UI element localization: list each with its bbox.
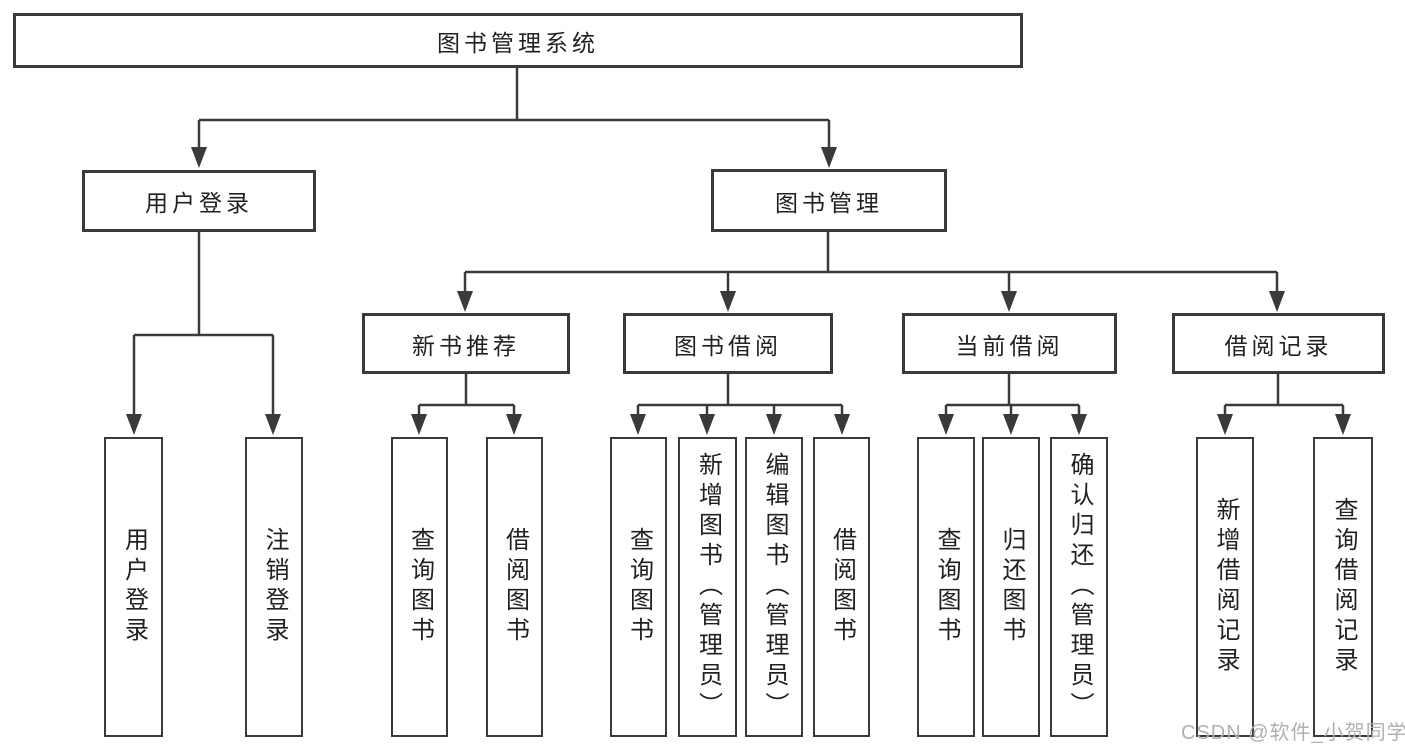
node-new-book-recommendation: 新书推荐 bbox=[362, 313, 570, 374]
leaf-edit-books-admin: 编辑图书（管理员） bbox=[745, 437, 803, 737]
leaf-add-books-admin: 新增图书（管理员） bbox=[678, 437, 737, 737]
leaf-return-books: 归还图书 bbox=[982, 437, 1040, 737]
watermark: CSDN @软件_小贺同学 bbox=[1181, 722, 1405, 744]
node-current-borrowing: 当前借阅 bbox=[902, 313, 1117, 374]
connector-current-borrow-branch bbox=[944, 374, 1081, 415]
node-book-borrowing: 图书借阅 bbox=[623, 313, 833, 374]
leaf-confirm-return-admin-label: 确认归还（管理员） bbox=[1066, 452, 1093, 722]
node-book-management: 图书管理 bbox=[711, 169, 947, 232]
leaf-add-borrow-record-label: 新增借阅记录 bbox=[1212, 497, 1239, 677]
leaf-borrow-books: 借阅图书 bbox=[813, 437, 870, 737]
leaf-query-borrow-record-label: 查询借阅记录 bbox=[1330, 497, 1357, 677]
leaf-add-borrow-record: 新增借阅记录 bbox=[1196, 437, 1254, 737]
leaf-query-books-borrow: 查询图书 bbox=[610, 437, 667, 737]
leaf-logout: 注销登录 bbox=[245, 437, 303, 737]
leaf-query-books-borrow-label: 查询图书 bbox=[625, 527, 653, 647]
leaf-confirm-return-admin: 确认归还（管理员） bbox=[1050, 437, 1108, 737]
node-user-login: 用户登录 bbox=[82, 170, 316, 232]
node-root: 图书管理系统 bbox=[13, 13, 1023, 68]
leaf-user-login-label: 用户登录 bbox=[120, 527, 148, 647]
leaf-borrow-books-recommend-label: 借阅图书 bbox=[501, 527, 529, 647]
leaf-user-login: 用户登录 bbox=[104, 437, 163, 737]
leaf-add-books-admin-label: 新增图书（管理员） bbox=[694, 452, 722, 722]
arrowheads bbox=[126, 147, 1351, 435]
connector-book-management-branch bbox=[463, 232, 1279, 292]
connector-new-book-branch bbox=[417, 374, 516, 415]
leaf-query-borrow-record: 查询借阅记录 bbox=[1313, 437, 1373, 737]
leaf-edit-books-admin-label: 编辑图书（管理员） bbox=[761, 452, 788, 722]
connector-user-login-branch bbox=[132, 232, 275, 415]
leaf-query-books-current: 查询图书 bbox=[917, 437, 975, 737]
leaf-borrow-books-label: 借阅图书 bbox=[828, 527, 856, 647]
node-borrowing-records: 借阅记录 bbox=[1172, 313, 1385, 374]
leaf-borrow-books-recommend: 借阅图书 bbox=[486, 437, 543, 737]
leaf-logout-label: 注销登录 bbox=[261, 527, 288, 647]
connector-root-to-level2 bbox=[197, 68, 831, 148]
leaf-query-books-recommend: 查询图书 bbox=[391, 437, 448, 737]
leaf-query-books-recommend-label: 查询图书 bbox=[406, 527, 434, 647]
connector-book-borrow-branch bbox=[636, 374, 844, 415]
connector-borrow-records-branch bbox=[1223, 374, 1345, 415]
leaf-query-books-current-label: 查询图书 bbox=[933, 527, 960, 647]
leaf-return-books-label: 归还图书 bbox=[998, 527, 1025, 647]
